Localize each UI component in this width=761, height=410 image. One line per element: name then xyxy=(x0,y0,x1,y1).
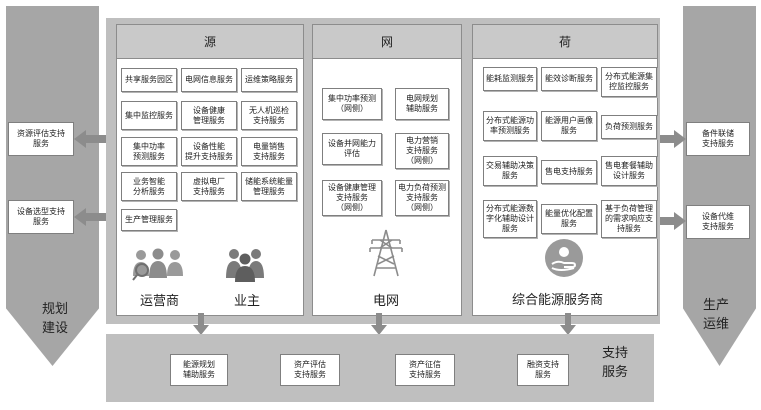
support-box: 资产评估 支持服务 xyxy=(280,354,340,386)
grid-cell: 电力负荷预测 支持服务 （网侧） xyxy=(395,180,449,216)
equipment-maintenance-box: 设备代维 支持服务 xyxy=(686,205,750,239)
source-cell: 设备性能 提升支持服务 xyxy=(181,137,237,166)
support-box: 资产征信 支持服务 xyxy=(395,354,455,386)
operator-icon xyxy=(132,248,183,281)
down-arrow-icon xyxy=(371,313,387,335)
load-panel-title: 荷 xyxy=(473,25,657,59)
owner-label: 业主 xyxy=(234,294,261,309)
source-cell: 设备健康 管理服务 xyxy=(181,101,237,130)
load-cell: 分布式能源功 率预测服务 xyxy=(483,111,537,141)
support-services-label: 支持 服务 xyxy=(601,346,628,380)
right-arrow-icon xyxy=(660,130,686,148)
production-operation-arrow xyxy=(683,6,756,366)
down-arrow-icon xyxy=(560,313,576,335)
source-cell: 储能系统能量 管理服务 xyxy=(241,172,297,201)
grid-cell: 设备健康管理 支持服务 （网侧） xyxy=(322,180,382,216)
load-cell: 能量优化配置 服务 xyxy=(541,204,597,234)
source-cell: 集中功率 预测服务 xyxy=(121,137,177,166)
left-arrow-icon xyxy=(74,208,106,226)
spare-parts-box: 备件联储 支持服务 xyxy=(686,122,750,156)
load-cell: 分布式能源数 字化辅助设计 服务 xyxy=(483,200,537,238)
load-cell: 能源用户画像 服务 xyxy=(541,111,597,141)
load-cell: 能效诊断服务 xyxy=(541,67,597,91)
load-footer-label: 综合能源服务商 xyxy=(512,293,604,308)
source-cell: 虚拟电厂 支持服务 xyxy=(181,172,237,201)
support-box: 能源规划 辅助服务 xyxy=(170,354,228,386)
source-panel-title: 源 xyxy=(117,25,303,59)
support-box: 融资支持 服务 xyxy=(517,354,569,386)
source-cell: 共享服务园区 xyxy=(121,68,177,92)
load-cell: 分布式能源集 控监控服务 xyxy=(601,67,657,97)
load-cell: 交易辅助决策 服务 xyxy=(483,156,537,186)
load-cell: 负荷预测服务 xyxy=(601,115,657,139)
source-cell: 业务智能 分析服务 xyxy=(121,172,177,201)
load-cell: 售电支持服务 xyxy=(541,160,597,184)
operator-label: 运营商 xyxy=(140,294,180,309)
source-cell: 集中监控服务 xyxy=(121,101,177,130)
source-cell: 生产管理服务 xyxy=(121,209,177,231)
grid-panel: 网 xyxy=(312,24,462,316)
grid-cell: 电力营销 支持服务 （网侧） xyxy=(395,133,449,169)
planning-construction-label: 规划 建设 xyxy=(41,302,68,336)
planning-construction-arrow xyxy=(6,6,99,366)
equipment-selection-box: 设备选型支持 服务 xyxy=(8,200,74,234)
transmission-tower-icon xyxy=(369,229,403,277)
grid-cell: 集中功率预测 （网侧） xyxy=(322,88,382,120)
energy-service-icon xyxy=(545,239,583,277)
left-arrow-icon xyxy=(74,130,106,148)
grid-cell: 电网规划 辅助服务 xyxy=(395,88,449,120)
grid-cell: 设备并网能力 评估 xyxy=(322,133,382,165)
load-cell: 售电套餐辅助 设计服务 xyxy=(601,156,657,186)
owner-icon xyxy=(226,249,264,282)
load-cell: 基于负荷管理 的需求响应支 持服务 xyxy=(601,200,657,238)
source-cell: 运维策略服务 xyxy=(241,68,297,92)
source-cell: 无人机巡检 支持服务 xyxy=(241,101,297,130)
resource-assessment-box: 资源评估支持 服务 xyxy=(8,122,74,156)
load-cell: 能耗监测服务 xyxy=(483,67,537,91)
right-arrow-icon xyxy=(660,212,686,230)
grid-footer-label: 电网 xyxy=(373,294,400,309)
production-operation-label: 生产 运维 xyxy=(702,298,729,332)
grid-panel-title: 网 xyxy=(313,25,461,59)
down-arrow-icon xyxy=(193,313,209,335)
source-cell: 电网信息服务 xyxy=(181,68,237,92)
source-cell: 电量销售 支持服务 xyxy=(241,137,297,166)
